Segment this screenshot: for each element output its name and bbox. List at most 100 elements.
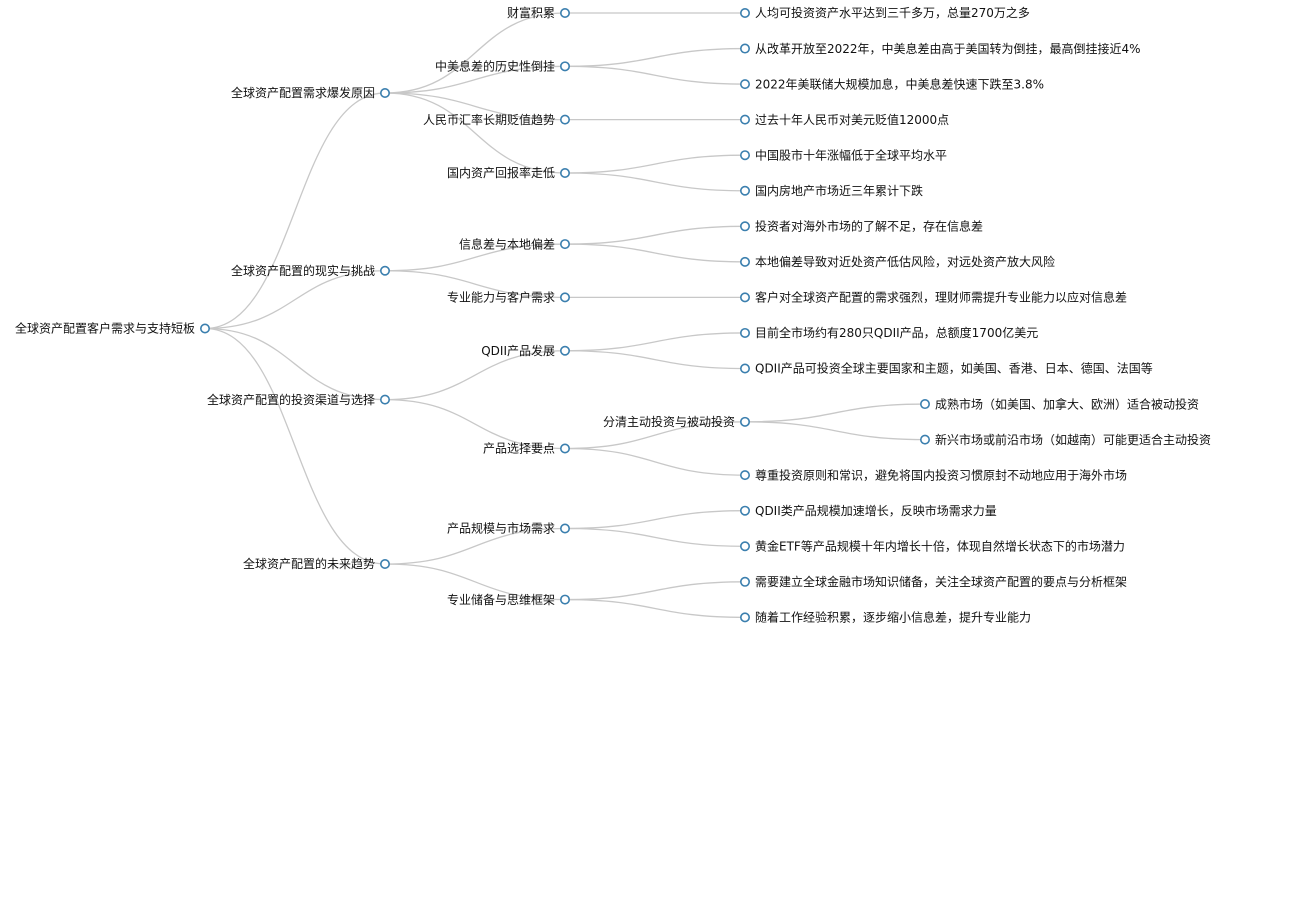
node-toggle-circle[interactable] — [379, 87, 390, 98]
node-toggle-circle[interactable] — [739, 327, 750, 338]
node-toggle-circle[interactable] — [200, 323, 211, 334]
node-toggle-circle[interactable] — [559, 443, 570, 454]
node-toggle-circle[interactable] — [559, 523, 570, 534]
node-label: 过去十年人民币对美元贬值12000点 — [755, 112, 949, 127]
node-toggle-circle[interactable] — [559, 8, 570, 18]
branch-node[interactable]: 专业能力与客户需求 — [447, 290, 570, 305]
root-node[interactable]: 全球资产配置客户需求与支持短板 — [15, 321, 211, 336]
leaf-node[interactable]: 需要建立全球金融市场知识储备，关注全球资产配置的要点与分析框架 — [739, 574, 1127, 589]
link-line — [564, 447, 746, 476]
node-toggle-circle[interactable] — [559, 345, 570, 356]
link-line — [384, 92, 566, 174]
node-label: 中美息差的历史性倒挂 — [435, 59, 555, 74]
node-label: 需要建立全球金融市场知识储备，关注全球资产配置的要点与分析框架 — [755, 574, 1127, 589]
node-label: QDII类产品规模加速增长，反映市场需求力量 — [755, 503, 997, 518]
node-toggle-circle[interactable] — [739, 221, 750, 232]
branch-node[interactable]: 财富积累 — [507, 5, 570, 20]
branch-node[interactable]: 全球资产配置的投资渠道与选择 — [207, 392, 390, 407]
leaf-node[interactable]: 黄金ETF等产品规模十年内增长十倍，体现自然增长状态下的市场潜力 — [739, 538, 1125, 553]
node-toggle-circle[interactable] — [559, 292, 570, 303]
leaf-node[interactable]: 随着工作经验积累，逐步缩小信息差，提升专业能力 — [739, 610, 1031, 625]
link-line — [204, 92, 386, 330]
leaf-node[interactable]: 中国股市十年涨幅低于全球平均水平 — [739, 147, 947, 162]
link-line — [204, 327, 386, 565]
node-label: 人均可投资资产水平达到三千多万，总量270万之多 — [755, 5, 1030, 20]
leaf-node[interactable]: 目前全市场约有280只QDII产品，总额度1700亿美元 — [739, 325, 1038, 340]
node-toggle-circle[interactable] — [559, 239, 570, 250]
leaf-node[interactable]: QDII类产品规模加速增长，反映市场需求力量 — [739, 503, 997, 518]
node-toggle-circle[interactable] — [739, 363, 750, 374]
link-line — [204, 270, 386, 330]
mindmap-nodes: 人均可投资资产水平达到三千多万，总量270万之多 财富积累从改革开放至2022年，… — [15, 5, 1211, 624]
branch-node[interactable]: 国内资产回报率走低 — [447, 165, 570, 180]
link-line — [564, 154, 746, 174]
leaf-node[interactable]: 从改革开放至2022年，中美息差由高于美国转为倒挂，最高倒挂接近4% — [739, 41, 1141, 56]
branch-node[interactable]: 专业储备与思维框架 — [447, 592, 570, 607]
leaf-node[interactable]: 成熟市场（如美国、加拿大、欧洲）适合被动投资 — [919, 396, 1199, 411]
link-line — [564, 172, 746, 192]
node-toggle-circle[interactable] — [739, 79, 750, 90]
link-line — [564, 243, 746, 263]
node-toggle-circle[interactable] — [559, 594, 570, 605]
node-toggle-circle[interactable] — [919, 434, 930, 445]
branch-node[interactable]: 中美息差的历史性倒挂 — [435, 59, 570, 74]
node-toggle-circle[interactable] — [559, 61, 570, 72]
node-toggle-circle[interactable] — [739, 43, 750, 54]
branch-node[interactable]: 全球资产配置的现实与挑战 — [231, 263, 390, 278]
leaf-node[interactable]: 客户对全球资产配置的需求强烈，理财师需提升专业能力以应对信息差 — [739, 290, 1127, 305]
node-label: 尊重投资原则和常识，避免将国内投资习惯原封不动地应用于海外市场 — [755, 467, 1127, 482]
branch-node[interactable]: 全球资产配置的未来趋势 — [243, 556, 390, 571]
leaf-node[interactable]: 投资者对海外市场的了解不足，存在信息差 — [739, 219, 983, 234]
leaf-node[interactable]: 新兴市场或前沿市场（如越南）可能更适合主动投资 — [919, 432, 1211, 447]
leaf-node[interactable]: 过去十年人民币对美元贬值12000点 — [739, 112, 949, 127]
node-toggle-circle[interactable] — [559, 114, 570, 125]
node-toggle-circle[interactable] — [739, 185, 750, 196]
branch-node[interactable]: 信息差与本地偏差 — [459, 236, 570, 251]
node-label: 新兴市场或前沿市场（如越南）可能更适合主动投资 — [935, 432, 1211, 447]
link-line — [204, 327, 386, 401]
mindmap-links — [204, 12, 926, 618]
branch-node[interactable]: 全球资产配置需求爆发原因 — [231, 85, 390, 100]
leaf-node[interactable]: QDII产品可投资全球主要国家和主题，如美国、香港、日本、德国、法国等 — [739, 361, 1153, 376]
link-line — [564, 510, 746, 530]
link-line — [384, 65, 566, 94]
node-label: 分清主动投资与被动投资 — [603, 414, 735, 429]
node-toggle-circle[interactable] — [739, 541, 750, 552]
branch-node[interactable]: 产品规模与市场需求 — [447, 521, 570, 536]
branch-node[interactable]: 产品选择要点 — [483, 442, 570, 456]
leaf-node[interactable]: 尊重投资原则和常识，避免将国内投资习惯原封不动地应用于海外市场 — [739, 467, 1127, 482]
node-toggle-circle[interactable] — [739, 150, 750, 161]
leaf-node[interactable]: 2022年美联储大规模加息，中美息差快速下跌至3.8% — [739, 76, 1044, 91]
node-toggle-circle[interactable] — [379, 559, 390, 570]
node-toggle-circle[interactable] — [559, 167, 570, 178]
node-toggle-circle[interactable] — [739, 505, 750, 516]
node-toggle-circle[interactable] — [739, 416, 750, 427]
node-label: 全球资产配置需求爆发原因 — [231, 85, 375, 100]
node-label: 信息差与本地偏差 — [459, 236, 555, 251]
branch-node[interactable]: 分清主动投资与被动投资 — [603, 414, 750, 429]
node-toggle-circle[interactable] — [739, 470, 750, 481]
node-label: 黄金ETF等产品规模十年内增长十倍，体现自然增长状态下的市场潜力 — [755, 538, 1125, 553]
node-label: 2022年美联储大规模加息，中美息差快速下跌至3.8% — [755, 76, 1044, 91]
node-toggle-circle[interactable] — [739, 8, 750, 18]
node-toggle-circle[interactable] — [919, 399, 930, 410]
node-label: 专业能力与客户需求 — [447, 290, 555, 305]
leaf-node[interactable]: 本地偏差导致对近处资产低估风险，对远处资产放大风险 — [739, 254, 1055, 269]
leaf-node[interactable]: 国内房地产市场近三年累计下跌 — [739, 183, 923, 198]
node-toggle-circle[interactable] — [739, 256, 750, 267]
node-toggle-circle[interactable] — [739, 612, 750, 623]
branch-node[interactable]: 人民币汇率长期贬值趋势 — [423, 112, 570, 127]
node-toggle-circle[interactable] — [739, 576, 750, 587]
leaf-node[interactable]: 人均可投资资产水平达到三千多万，总量270万之多 — [739, 5, 1030, 20]
link-line — [384, 563, 566, 601]
node-toggle-circle[interactable] — [739, 292, 750, 303]
branch-node[interactable]: QDII产品发展 — [481, 343, 570, 358]
link-line — [564, 65, 746, 85]
node-toggle-circle[interactable] — [379, 265, 390, 276]
node-toggle-circle[interactable] — [739, 114, 750, 125]
node-toggle-circle[interactable] — [379, 394, 390, 405]
link-line — [744, 403, 926, 423]
link-line — [384, 12, 566, 94]
node-label: QDII产品可投资全球主要国家和主题，如美国、香港、日本、德国、法国等 — [755, 361, 1153, 376]
node-label: 全球资产配置的投资渠道与选择 — [207, 392, 375, 407]
